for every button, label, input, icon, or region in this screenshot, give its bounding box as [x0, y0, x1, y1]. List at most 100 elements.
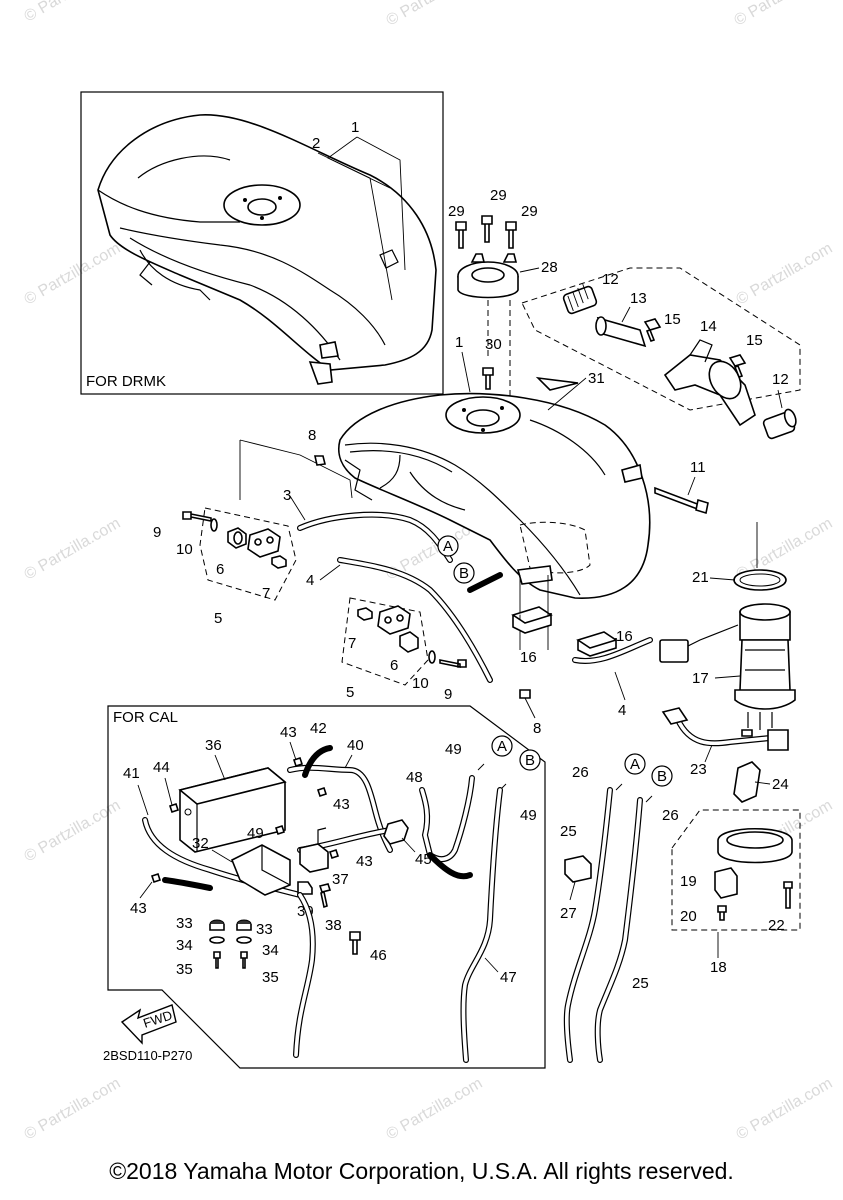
watermark: © Partzilla.com	[22, 240, 124, 309]
callout-8: 8	[533, 720, 541, 737]
callout-27: 27	[560, 905, 577, 922]
callout-16: 16	[616, 628, 633, 645]
clamp-27	[564, 855, 592, 883]
valve-37	[299, 843, 329, 873]
callout-29: 29	[521, 203, 538, 220]
callout-49: 49	[247, 825, 264, 842]
connector-b: B	[657, 768, 667, 785]
fwd-arrow-icon: FWD	[120, 1004, 177, 1045]
bolt-9	[439, 659, 467, 668]
callout-4: 4	[618, 702, 626, 719]
callout-1: 1	[455, 334, 463, 351]
screw-20	[717, 905, 727, 921]
callout-20: 20	[680, 908, 697, 925]
callout-16: 16	[520, 649, 537, 666]
callout-46: 46	[370, 947, 387, 964]
watermark: © Partzilla.com	[734, 1075, 836, 1144]
washer-10	[428, 650, 436, 664]
rubber-16	[576, 631, 618, 657]
callout-34: 34	[262, 942, 279, 959]
callout-49: 49	[520, 807, 537, 824]
collar-7	[357, 607, 373, 621]
callout-30: 30	[485, 336, 502, 353]
callout-48: 48	[406, 769, 423, 786]
callout-10: 10	[176, 541, 193, 558]
fuel-pump-17	[659, 603, 796, 737]
cal-inset-label: FOR CAL	[113, 709, 178, 726]
collar-7	[271, 555, 287, 569]
bracket-mount	[377, 605, 411, 635]
callout-15: 15	[746, 332, 763, 349]
mount-hardware-right	[236, 919, 252, 969]
callout-19: 19	[680, 873, 697, 890]
rear-mount-assembly: 12 13 15 14 15 12	[521, 267, 801, 440]
callout-43: 43	[280, 724, 297, 741]
callout-4: 4	[306, 572, 314, 589]
callout-10: 10	[412, 675, 429, 692]
callout-15: 15	[664, 311, 681, 328]
callout-3: 3	[283, 487, 291, 504]
callout-42: 42	[310, 720, 327, 737]
bolt-38	[318, 883, 332, 909]
rubber-16	[511, 606, 553, 634]
pump-bracket-group: 19 20 22 18	[671, 809, 801, 976]
callout-36: 36	[205, 737, 222, 754]
callout-9: 9	[153, 524, 161, 541]
bracket-14	[663, 354, 756, 427]
callout-41: 41	[123, 765, 140, 782]
decal-31: 31	[535, 370, 605, 411]
bracket-mount	[247, 528, 281, 558]
damper-12	[562, 283, 598, 315]
bolt-9	[182, 511, 212, 522]
watermark: © Partzilla.com	[384, 1075, 486, 1144]
connector-a: A	[630, 756, 640, 773]
drmk-tank-cover	[97, 114, 437, 371]
callout-13: 13	[630, 290, 647, 307]
callout-26: 26	[662, 807, 679, 824]
fuel-tank-parts-diagram: © Partzilla.com © Partzilla.com © Partzi…	[22, 0, 836, 1144]
connector-b: B	[459, 565, 469, 582]
front-mount-upper: 8 9 10 6 7 5	[153, 427, 353, 627]
screw-29	[481, 215, 493, 243]
callout-47: 47	[500, 969, 517, 986]
callout-21: 21	[692, 569, 709, 586]
callout-49: 49	[445, 741, 462, 758]
hose-4: 4	[306, 557, 493, 683]
callout-38: 38	[325, 917, 342, 934]
callout-33: 33	[176, 915, 193, 932]
callout-12: 12	[602, 271, 619, 288]
callout-26: 26	[572, 764, 589, 781]
callout-33: 33	[256, 921, 273, 938]
callout-7: 7	[262, 585, 270, 602]
connector-b: B	[525, 752, 535, 769]
connector-a: A	[497, 738, 507, 755]
washer-10	[210, 518, 218, 532]
grommet-39	[297, 881, 313, 895]
bolt-15	[728, 354, 747, 378]
pump-flange-group: 29 29 29 28 30	[448, 187, 558, 412]
diagram-code: 2BSD110-P270	[103, 1048, 192, 1063]
watermark: © Partzilla.com	[384, 0, 486, 29]
callout-32: 32	[192, 835, 209, 852]
watermark: © Partzilla.com	[22, 0, 124, 25]
callout-6: 6	[216, 561, 224, 578]
connector-a: A	[443, 538, 453, 555]
pump-wire-harness: 23 24	[661, 707, 789, 803]
callout-9: 9	[444, 686, 452, 703]
screw-29	[505, 221, 517, 249]
bolt-8	[519, 689, 531, 699]
callout-35: 35	[176, 961, 193, 978]
callout-37: 37	[332, 871, 349, 888]
callout-29: 29	[448, 203, 465, 220]
callout-7: 7	[348, 635, 356, 652]
callout-17: 17	[692, 670, 709, 687]
callout-25: 25	[632, 975, 649, 992]
fuel-tank-main: 1	[338, 334, 651, 599]
cal-inset-frame	[107, 705, 546, 1069]
callout-34: 34	[176, 937, 193, 954]
hose-4-lower: 4	[572, 637, 653, 719]
screw-30	[482, 367, 494, 390]
screw-29	[455, 221, 467, 249]
callout-5: 5	[346, 684, 354, 701]
drmk-inset-frame	[80, 91, 444, 395]
